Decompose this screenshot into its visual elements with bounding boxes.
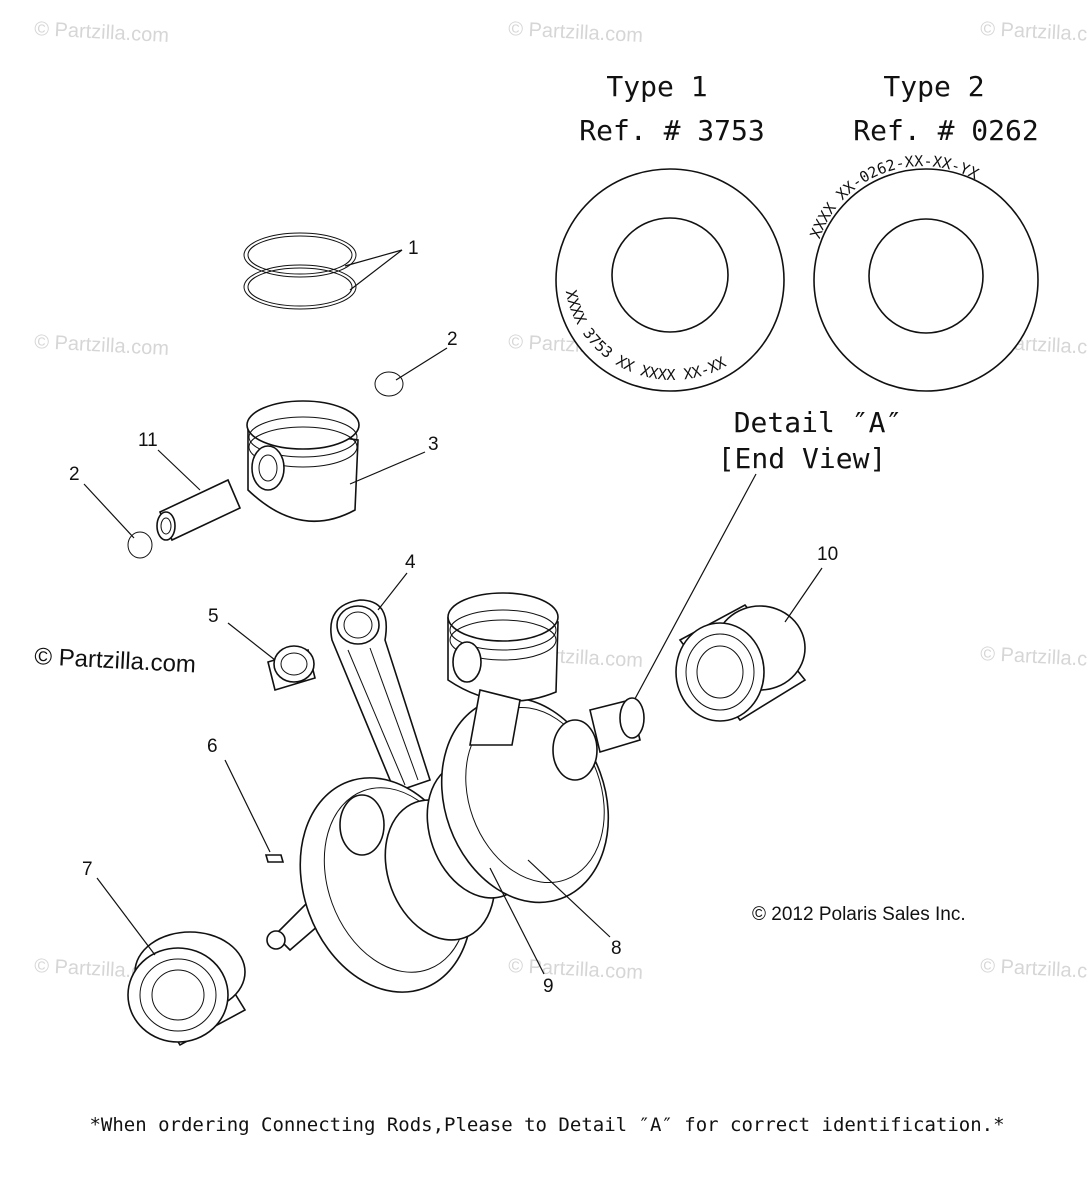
type-2-label: Type 2 (883, 70, 984, 103)
piston-rings (243, 232, 357, 310)
callout-2-left: 2 (69, 464, 80, 485)
watermark: © Partzilla.com (34, 18, 170, 47)
circlip-left (127, 531, 153, 559)
detail-a-title: Detail ″A″ (734, 406, 903, 439)
callout-10: 10 (817, 544, 838, 565)
circlip-right (374, 371, 404, 397)
watermark: © Partzilla.com (980, 18, 1087, 47)
watermark-bold: © Partzilla.com (34, 643, 197, 678)
assembled-piston (447, 592, 559, 746)
callout-8: 8 (611, 938, 622, 959)
type-2-ref: Ref. # 0262 (853, 114, 1038, 147)
watermark: © Partzilla.com (508, 18, 644, 47)
callout-11: 11 (138, 430, 158, 451)
copyright-text: © 2012 Polaris Sales Inc. (752, 904, 966, 925)
type-1-ref: Ref. # 3753 (579, 114, 764, 147)
callout-4: 4 (405, 552, 416, 573)
type-1-rod-end-view: XXXX 3753 XX XXXX XX-XX (555, 168, 785, 392)
callout-1: 1 (408, 238, 419, 259)
type-2-rod-end-view: XXXX XX-0262-XX-XX-YX (806, 152, 1039, 392)
callout-5: 5 (208, 606, 219, 627)
main-bearing-left (127, 931, 247, 1047)
detail-a-leader (629, 473, 757, 709)
callout-9: 9 (543, 976, 554, 997)
detail-a-subtitle: [End View] (718, 442, 887, 475)
watermark: © Partzilla.com (508, 955, 644, 984)
woodruff-key (264, 854, 285, 863)
footer-note: *When ordering Connecting Rods,Please to… (89, 1114, 1004, 1136)
watermark: © Partzilla.com (980, 955, 1087, 984)
crankshaft-assembly (266, 696, 645, 993)
main-bearing-right (675, 603, 807, 722)
callout-2-right: 2 (447, 329, 458, 350)
watermark: © Partzilla.com (34, 331, 170, 360)
piston (246, 400, 360, 522)
callout-7: 7 (82, 859, 93, 880)
callout-3: 3 (428, 434, 439, 455)
needle-bearing (267, 645, 316, 692)
callout-6: 6 (207, 736, 218, 757)
connecting-rod (330, 599, 432, 794)
wrist-pin (156, 478, 242, 542)
watermark: © Partzilla.com (980, 643, 1087, 672)
type-1-label: Type 1 (606, 70, 707, 103)
